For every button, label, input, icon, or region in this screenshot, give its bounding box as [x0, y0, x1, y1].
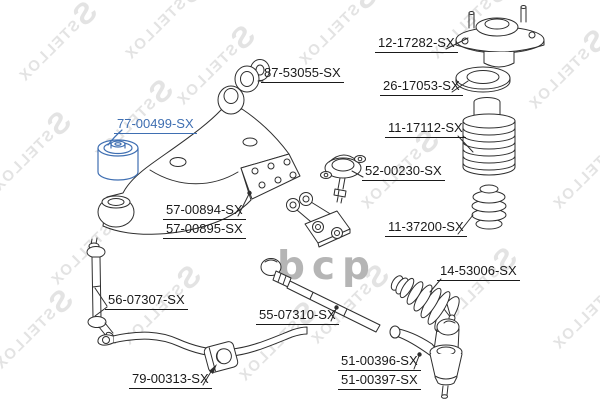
rear-bushing-drawing: [234, 59, 270, 93]
part-label-87-53055[interactable]: 87-53055-SX: [261, 65, 344, 83]
stabilizer-link-drawing: [86, 237, 116, 344]
mounting-bracket-drawing: [286, 192, 351, 248]
part-label-57-00895[interactable]: 57-00895-SX: [163, 221, 246, 239]
part-label-26-17053[interactable]: 26-17053-SX: [380, 78, 463, 96]
front-bushing-drawing: [97, 139, 139, 181]
shock-boot-drawing: [462, 97, 516, 176]
tie-rod-end-drawing: [389, 318, 463, 399]
part-label-11-17112[interactable]: 11-17112-SX: [385, 120, 466, 138]
strut-bearing-drawing: [455, 66, 511, 93]
part-label-57-00894[interactable]: 57-00894-SX: [163, 202, 246, 220]
part-label-12-17282[interactable]: 12-17282-SX: [375, 35, 458, 53]
bump-stop-drawing: [471, 184, 507, 230]
sway-bar-drawing: [97, 326, 308, 357]
part-label-79-00313[interactable]: 79-00313-SX: [129, 371, 212, 389]
part-label-51-00396[interactable]: 51-00396-SX: [338, 353, 421, 371]
strut-mount-drawing: [455, 5, 545, 68]
leader-lines: [94, 37, 474, 386]
part-label-group-51: 51-00396-SX 51-00397-SX: [338, 353, 421, 392]
part-label-77-00499-highlighted[interactable]: 77-00499-SX: [114, 116, 197, 134]
control-arm-drawing: [97, 85, 301, 235]
axial-tie-rod-drawing: [260, 258, 381, 333]
part-label-51-00397[interactable]: 51-00397-SX: [338, 372, 421, 390]
part-label-group-57: 57-00894-SX 57-00895-SX: [163, 202, 246, 241]
ball-joint-drawing: [320, 154, 366, 204]
stabilizer-bushing-drawing: [203, 341, 239, 373]
part-label-55-07310[interactable]: 55-07310-SX: [256, 307, 339, 325]
part-label-56-07307[interactable]: 56-07307-SX: [105, 292, 188, 310]
part-label-11-37200[interactable]: 11-37200-SX: [385, 219, 467, 237]
part-label-52-00230[interactable]: 52-00230-SX: [362, 163, 445, 181]
part-label-14-53006[interactable]: 14-53006-SX: [437, 263, 520, 281]
